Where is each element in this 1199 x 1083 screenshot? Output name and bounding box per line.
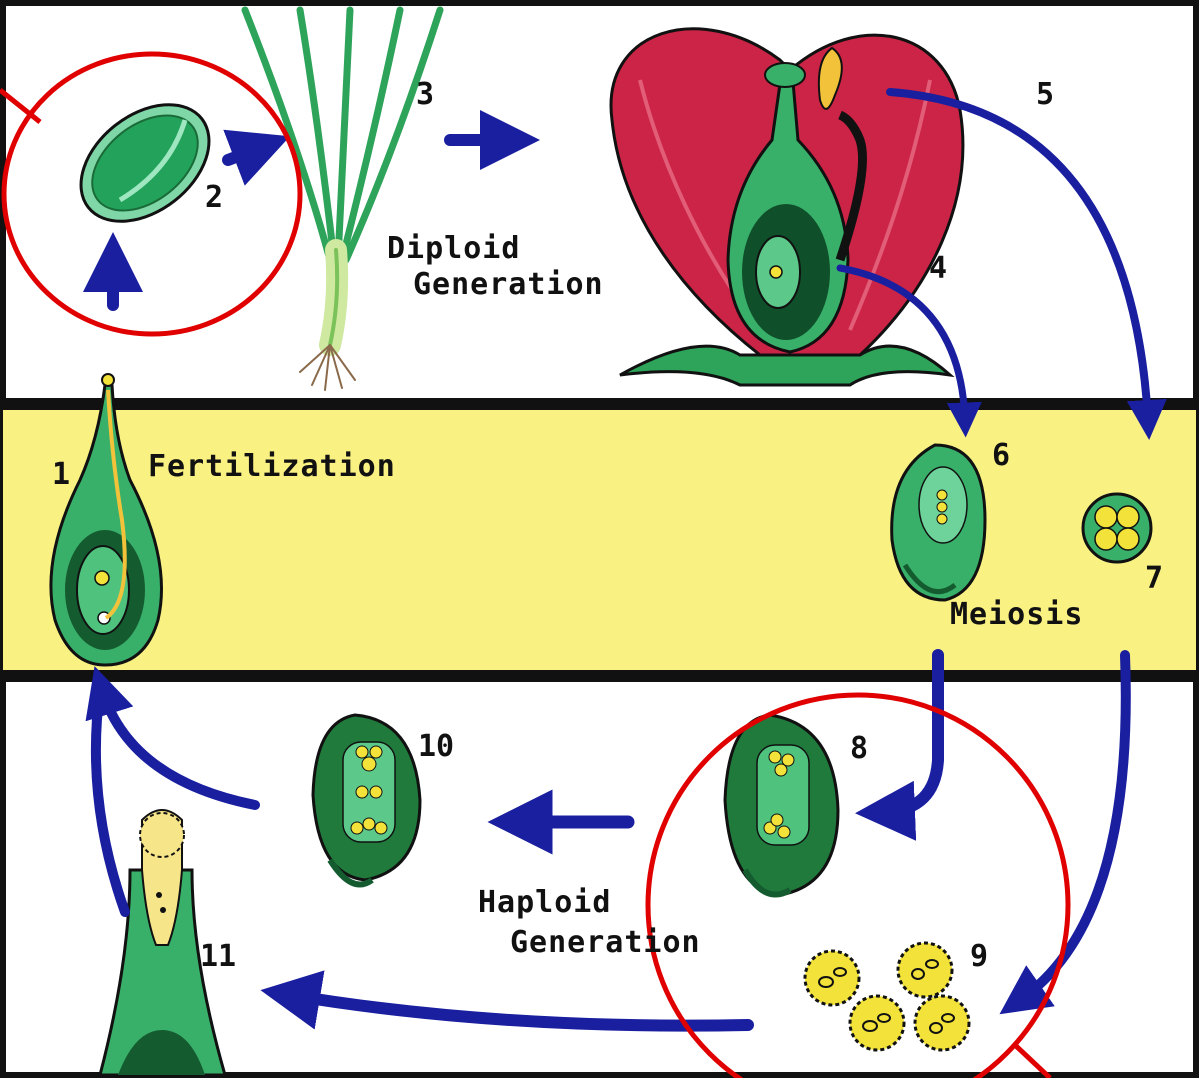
step-number-6: 6 <box>992 438 1010 473</box>
step-number-1: 1 <box>52 457 70 492</box>
fertilization-label: Fertilization <box>148 449 396 484</box>
step-number-10: 10 <box>418 729 454 764</box>
step-number-5: 5 <box>1036 77 1054 112</box>
step-number-8: 8 <box>850 731 868 766</box>
step-number-9: 9 <box>970 939 988 974</box>
haploid-label-line2: Generation <box>510 925 701 960</box>
microspore-tetrad-illustration <box>1083 494 1151 562</box>
step-number-4: 4 <box>929 251 947 286</box>
step-number-7: 7 <box>1145 561 1163 596</box>
mature-embryo-sac-illustration <box>313 715 420 885</box>
step-number-3: 3 <box>416 77 434 112</box>
diploid-label-line2: Generation <box>413 267 604 302</box>
diploid-label-line1: Diploid <box>387 231 520 266</box>
haploid-label-line1: Haploid <box>478 885 611 920</box>
step-number-2: 2 <box>205 180 223 215</box>
meiosis-label: Meiosis <box>950 597 1083 632</box>
step-number-11: 11 <box>200 939 236 974</box>
